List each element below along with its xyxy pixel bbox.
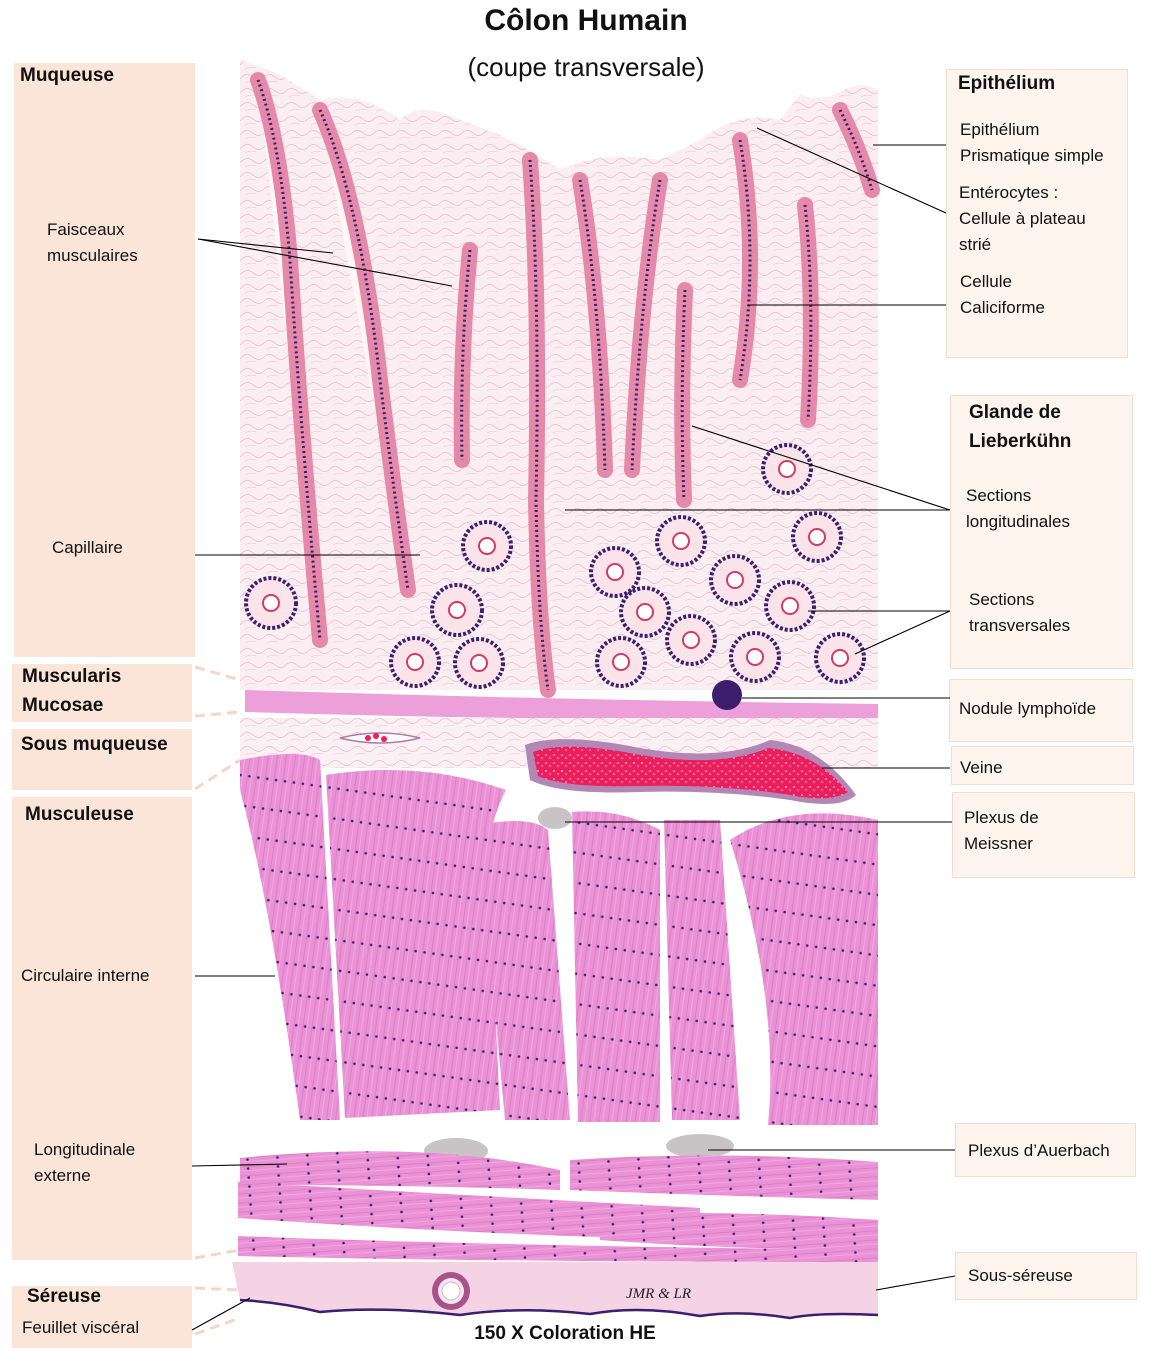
label-box-musculeuse [12,797,192,1260]
label-sous-sereuse: Sous-séreuse [968,1266,1073,1285]
label-sereuse: Séreuse [27,1286,101,1307]
label-glande-2: Lieberkühn [969,431,1072,452]
label-faisceaux-1: Faisceaux [47,220,125,239]
label-entero-1: Entérocytes : [959,183,1059,202]
crypt-cross-sections [244,443,866,689]
label-box-nodule [949,679,1133,742]
label-feuillet: Feuillet viscéral [22,1318,140,1337]
label-box-epithelium [946,69,1128,358]
diagram-subtitle: (coupe transversale) [467,52,705,82]
label-circulaire: Circulaire interne [21,966,150,985]
serosa [232,1262,878,1318]
auerbach-plexus-2 [666,1134,734,1158]
label-capillaire: Capillaire [52,538,123,557]
crypt-3 [453,242,478,468]
label-box-glande [950,395,1133,669]
label-veine: Veine [960,758,1003,777]
label-calici-2: Caliciforme [960,298,1046,317]
label-longitudinale-2: externe [34,1166,91,1185]
label-auerbach: Plexus d’Auerbach [968,1141,1110,1160]
diagram-title: Côlon Humain [484,4,688,37]
label-muqueuse: Muqueuse [20,65,114,86]
label-box-sous-sereuse [955,1252,1137,1300]
label-entero-3: strié [959,235,992,254]
label-glande-1: Glande de [969,402,1061,423]
label-trans-2: transversales [969,616,1071,635]
label-longi-1: Sections [966,486,1032,505]
label-muscularis-2: Mucosae [22,695,104,716]
lymphoid-nodule [712,680,742,710]
label-epithelium-title: Epithélium [958,73,1056,94]
label-longitudinale-1: Longitudinale [34,1140,136,1159]
label-calici-1: Cellule [960,272,1012,291]
label-epith-1: Epithélium [960,120,1040,139]
label-longi-2: longitudinales [966,512,1070,531]
label-meissner-2: Meissner [964,834,1033,853]
label-box-muqueuse [14,63,195,657]
longitudinal-muscle [238,1151,878,1262]
meissner-plexus [538,807,572,829]
label-sous-muqueuse: Sous muqueuse [21,734,168,755]
label-muscularis-1: Muscularis [22,666,122,687]
label-trans-1: Sections [969,590,1035,609]
label-box-meissner [952,792,1135,878]
label-box-muscularis [12,664,192,722]
label-box-auerbach [955,1123,1136,1177]
label-box-sous-muqueuse [12,729,192,790]
label-musculeuse: Musculeuse [25,804,134,825]
label-epith-2: Prismatique simple [960,146,1104,165]
label-entero-2: Cellule à plateau [959,209,1086,228]
crypt-5 [572,172,613,478]
label-faisceaux-2: musculaires [47,246,138,265]
label-nodule: Nodule lymphoïde [959,699,1097,718]
footer-caption: 150 X Coloration HE [474,1323,656,1344]
signature: JMR & LR [626,1286,691,1302]
muscularis-mucosae [245,690,878,720]
label-box-veine [951,746,1134,785]
crypt-9 [797,197,819,428]
crypt-6 [624,172,668,478]
label-box-sereuse [12,1286,192,1348]
label-meissner-1: Plexus de [964,808,1039,827]
circular-muscle [240,754,878,1125]
